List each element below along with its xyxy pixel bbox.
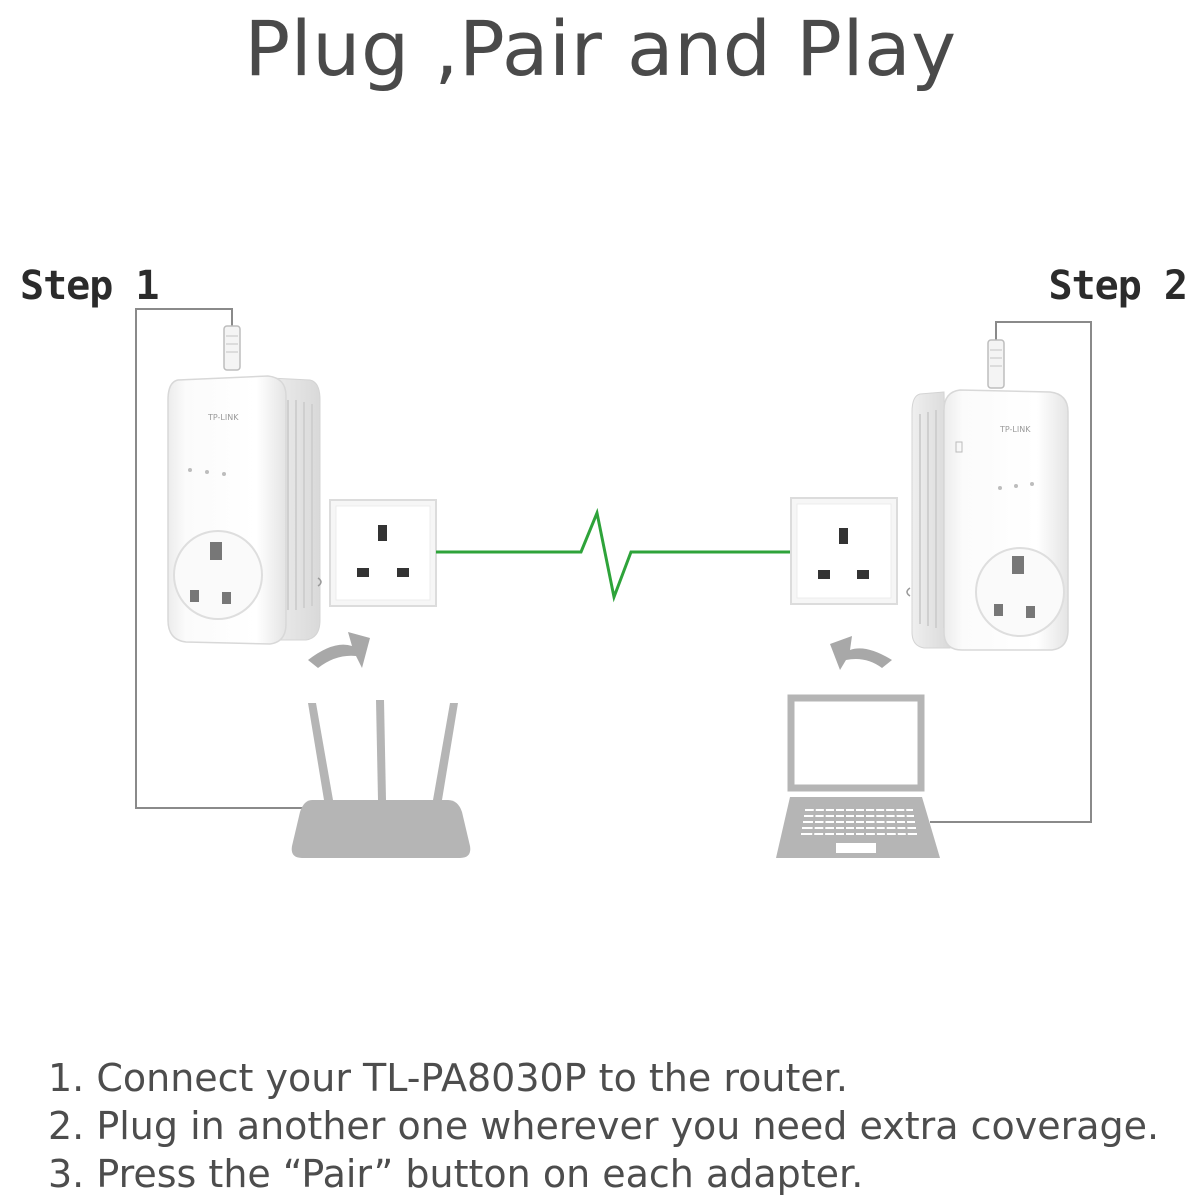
- powerline-link-line: [436, 507, 791, 603]
- right-plug-in-arrow: [830, 636, 892, 670]
- left-powerline-adapter: TP-LINK: [167, 325, 322, 645]
- right-adapter-brand: TP-LINK: [999, 425, 1031, 434]
- ethernet-cable-step1: [135, 308, 320, 809]
- laptop-icon: [776, 694, 940, 858]
- right-powerline-adapter: TP-LINK: [906, 339, 1069, 651]
- instruction-step-1: 1. Connect your TL-PA8030P to the router…: [48, 1056, 848, 1100]
- left-adapter-brand: TP-LINK: [207, 413, 239, 422]
- instruction-step-2: 2. Plug in another one wherever you need…: [48, 1104, 1160, 1148]
- step-1-label: Step 1: [20, 263, 159, 309]
- router-icon: [291, 700, 471, 858]
- step-2-label: Step 2: [1048, 263, 1188, 309]
- instruction-step-3: 3. Press the “Pair” button on each adapt…: [48, 1152, 864, 1196]
- ethernet-cable-step2: [930, 321, 1092, 823]
- left-plug-in-arrow: [308, 632, 370, 668]
- instructions-list: 1. Connect your TL-PA8030P to the router…: [48, 1054, 1188, 1198]
- page-title: Plug ,Pair and Play: [244, 4, 957, 93]
- left-wall-socket: [329, 499, 437, 607]
- right-wall-socket: [790, 497, 898, 605]
